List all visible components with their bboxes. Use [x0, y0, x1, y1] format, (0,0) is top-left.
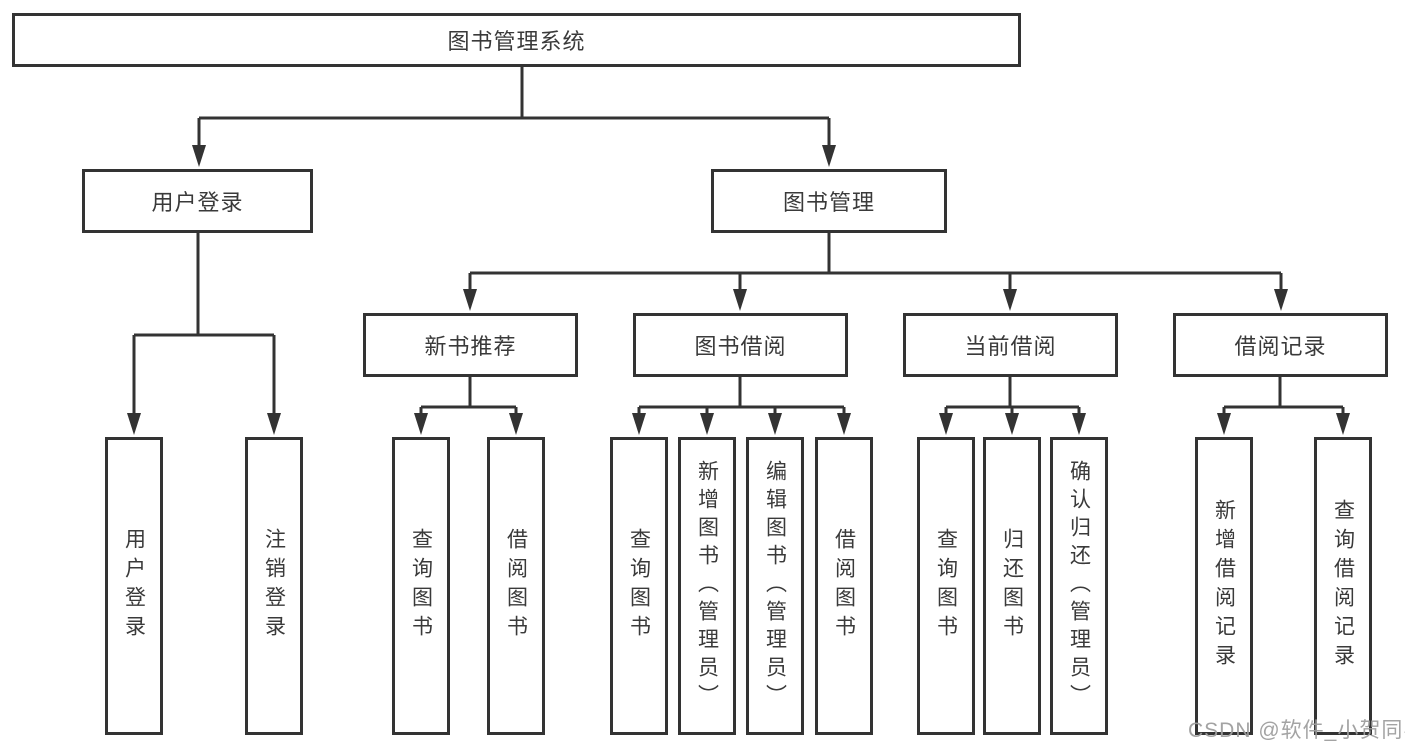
leaf-borrow-books: 借阅图书	[815, 437, 873, 735]
node-book-borrow: 图书借阅	[633, 313, 848, 377]
leaf-query-books-current-label: 查询图书	[934, 528, 958, 644]
node-root: 图书管理系统	[12, 13, 1021, 67]
arrow-icon	[700, 413, 714, 435]
leaf-add-borrow-record: 新增借阅记录	[1195, 437, 1253, 735]
arrow-icon	[733, 289, 747, 311]
leaf-add-book-admin: 新增图书（管理员）	[678, 437, 736, 735]
arrow-icon	[192, 145, 206, 167]
leaf-query-borrow-record: 查询借阅记录	[1314, 437, 1372, 735]
arrow-icon	[768, 413, 782, 435]
node-root-label: 图书管理系统	[447, 29, 586, 54]
leaf-confirm-return-admin: 确认归还（管理员）	[1050, 437, 1108, 735]
node-book-management-label: 图书管理	[782, 190, 875, 215]
arrow-icon	[822, 145, 836, 167]
leaf-query-books-recommend-label: 查询图书	[409, 528, 433, 644]
leaf-edit-book-admin-label: 编辑图书（管理员）	[763, 460, 787, 712]
node-new-book-recommend-label: 新书推荐	[424, 334, 517, 359]
node-current-borrow: 当前借阅	[903, 313, 1118, 377]
node-new-book-recommend: 新书推荐	[363, 313, 578, 377]
leaf-query-books-current: 查询图书	[917, 437, 975, 735]
connector-root-to-level2	[192, 67, 836, 167]
arrow-icon	[414, 413, 428, 435]
arrow-icon	[1274, 289, 1288, 311]
connector-current-borrow-children	[939, 377, 1086, 435]
leaf-edit-book-admin: 编辑图书（管理员）	[746, 437, 804, 735]
leaf-confirm-return-admin-label: 确认归还（管理员）	[1067, 460, 1091, 712]
connector-book-borrow-children	[632, 377, 851, 435]
arrow-icon	[463, 289, 477, 311]
arrow-icon	[509, 413, 523, 435]
connector-book-mgmt-children	[463, 233, 1288, 311]
arrow-icon	[1072, 413, 1086, 435]
leaf-query-borrow-record-label: 查询借阅记录	[1331, 499, 1355, 673]
leaf-return-book-label: 归还图书	[1000, 528, 1024, 644]
leaf-logout-label: 注销登录	[262, 528, 286, 644]
leaf-user-login-label: 用户登录	[122, 528, 146, 644]
leaf-add-borrow-record-label: 新增借阅记录	[1212, 499, 1236, 673]
leaf-query-books-borrow: 查询图书	[610, 437, 668, 735]
arrow-icon	[127, 413, 141, 435]
leaf-borrow-books-label: 借阅图书	[832, 528, 856, 644]
arrow-icon	[837, 413, 851, 435]
node-borrow-records: 借阅记录	[1173, 313, 1388, 377]
leaf-user-login: 用户登录	[105, 437, 163, 735]
node-book-management: 图书管理	[711, 169, 947, 233]
leaf-logout: 注销登录	[245, 437, 303, 735]
leaf-query-books-borrow-label: 查询图书	[627, 528, 651, 644]
arrow-icon	[1003, 289, 1017, 311]
csdn-watermark: CSDN @软件_小贺同学	[1188, 719, 1405, 742]
arrow-icon	[632, 413, 646, 435]
leaf-return-book: 归还图书	[983, 437, 1041, 735]
leaf-borrow-books-recommend-label: 借阅图书	[504, 528, 528, 644]
arrow-icon	[1217, 413, 1231, 435]
connector-borrow-records-children	[1217, 377, 1350, 435]
arrow-icon	[939, 413, 953, 435]
node-user-login-label: 用户登录	[151, 190, 244, 215]
leaf-borrow-books-recommend: 借阅图书	[487, 437, 545, 735]
leaf-query-books-recommend: 查询图书	[392, 437, 450, 735]
node-user-login: 用户登录	[82, 169, 313, 233]
node-book-borrow-label: 图书借阅	[694, 334, 787, 359]
arrow-icon	[1336, 413, 1350, 435]
arrow-icon	[1005, 413, 1019, 435]
connector-user-login-children	[127, 233, 281, 435]
leaf-add-book-admin-label: 新增图书（管理员）	[695, 460, 719, 712]
node-current-borrow-label: 当前借阅	[964, 334, 1057, 359]
connector-new-book-children	[414, 377, 523, 435]
arrow-icon	[267, 413, 281, 435]
node-borrow-records-label: 借阅记录	[1234, 334, 1327, 359]
